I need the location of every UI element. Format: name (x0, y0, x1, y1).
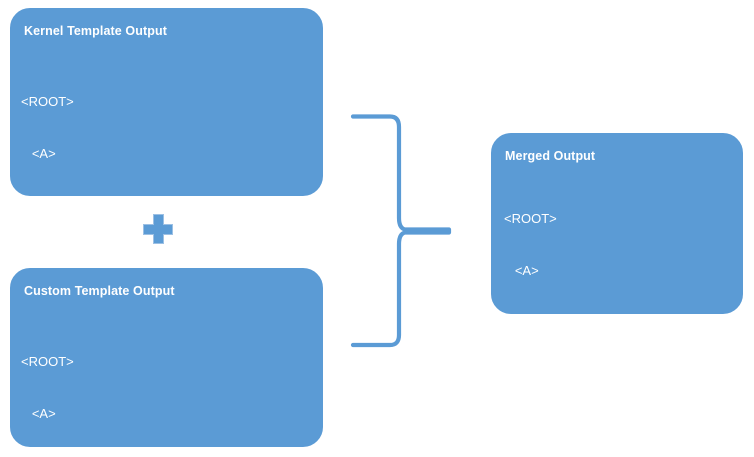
code-line: <ROOT> (504, 211, 557, 227)
code-line: <A> (504, 263, 539, 279)
merged-output-panel: Merged Output <ROOT> <A> <B id="1">Hello… (491, 133, 743, 433)
code-line: </ROOT> (504, 417, 561, 433)
plus-icon-fill-vertical (154, 215, 163, 243)
merged-output-code: <ROOT> <A> <B id="1">Hello</B> </A> </RO… (504, 176, 644, 457)
code-line: <A> (21, 146, 56, 162)
custom-template-output-code: <ROOT> <A> <B id='2' merge:action='delet… (21, 319, 219, 457)
custom-template-output-title: Custom Template Output (24, 284, 175, 298)
merge-brace-path (350, 114, 452, 348)
code-line: <B id="1">Hello</B> (504, 314, 645, 330)
code-line: <A> (21, 406, 56, 422)
kernel-template-output-panel: Kernel Template Output <ROOT> <A> <B id=… (10, 8, 323, 367)
custom-template-output-panel: Custom Template Output <ROOT> <A> <B id=… (10, 268, 323, 447)
code-line: <B id='2'>World</B> (21, 249, 162, 265)
code-line: </A> (504, 366, 543, 382)
code-line: <ROOT> (21, 94, 74, 110)
kernel-template-output-title: Kernel Template Output (24, 24, 167, 38)
merge-brace-icon (350, 114, 452, 348)
merged-output-title: Merged Output (505, 149, 596, 163)
code-line: <B id='1'>Hello</B> (21, 197, 158, 213)
code-line: <ROOT> (21, 354, 74, 370)
plus-icon (143, 214, 173, 244)
